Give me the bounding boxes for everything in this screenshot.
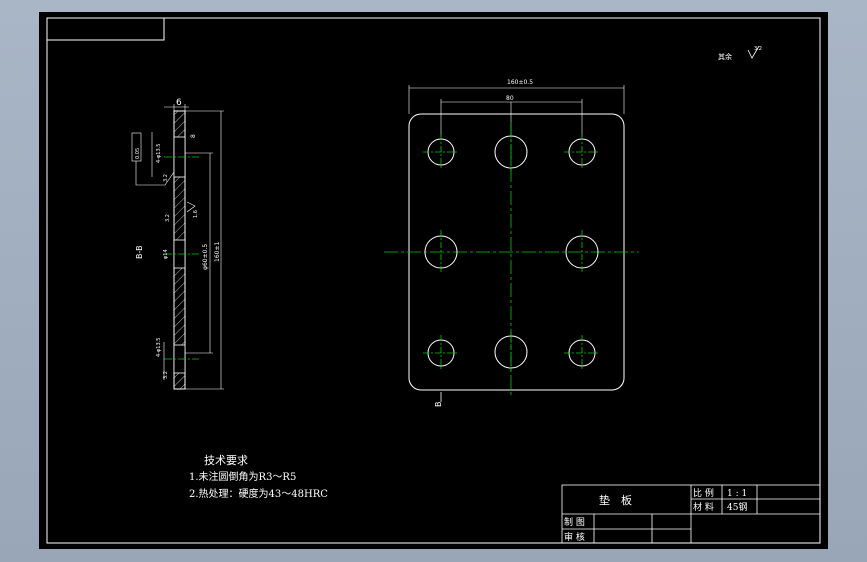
flatness-frame (131, 132, 142, 162)
hole-span-dim: 80 (506, 95, 514, 102)
checked-label: 审 核 (564, 531, 585, 543)
drawing-border (46, 17, 821, 544)
notes-title: 技术要求 (204, 454, 248, 467)
bottom-hole-callout: 4-φ13.5 (156, 338, 162, 357)
hole-top-right (564, 134, 600, 170)
datum-label: B (434, 402, 443, 408)
drawn-label: 制 图 (564, 516, 585, 528)
part-name: 垫 板 (599, 493, 632, 507)
note-item-2: 2.热处理：硬度为43～48HRC (189, 487, 328, 500)
flatness-leader (135, 161, 175, 186)
roughness-right-icon (186, 201, 196, 213)
top-left-title-box (46, 17, 165, 41)
scale-label: 比 例 (693, 487, 714, 499)
roughness-value: 3.2 (754, 46, 762, 52)
top-hole-callout: 4-φ13.5 (156, 144, 162, 163)
overall-width-dim: 160±0.5 (507, 79, 533, 86)
hole-bottom-left (423, 335, 459, 371)
roughness-symbol-icon (747, 45, 760, 59)
dim-left-spacing-b: 160±1 (214, 242, 221, 262)
technical-notes: 技术要求 1.未注圆倒角为R3～R5 2.热处理：硬度为43～48HRC (189, 454, 328, 500)
section-label: B-B (135, 245, 144, 259)
hole-bottom-right (564, 335, 600, 371)
dim-roughness-right: 1.6 (193, 210, 199, 218)
hole-bottom-center (494, 332, 528, 372)
hole-mid-right (565, 230, 599, 274)
bottom-roughness: 3.2 (163, 371, 169, 379)
roughness-note: 其余 (718, 52, 732, 61)
material-value: 45钢 (727, 501, 747, 513)
thickness-dim: 6 (176, 98, 182, 108)
hole-top-left (423, 134, 459, 170)
dim-left-spacing-a: φ60±0.5 (202, 244, 209, 270)
mid-roughness: 3.2 (165, 214, 171, 222)
plan-view: 160±0.5 80 (384, 79, 639, 407)
flatness-tolerance: 0.05 (135, 148, 141, 159)
drawing-sheet: 其余 3.2 6 φ60±0.5 160±1 8 (39, 12, 828, 549)
title-block (561, 484, 821, 544)
hole-top-center (494, 132, 528, 172)
roughness-left-1: 3.2 (163, 174, 169, 182)
section-view: 6 φ60±0.5 160±1 8 1.6 0.05 4-φ13.5 3.2 3… (131, 98, 224, 390)
note-item-1: 1.未注圆倒角为R3～R5 (189, 470, 296, 483)
scale-value: 1 : 1 (727, 489, 747, 499)
mid-hole-callout: φ14 (163, 249, 169, 259)
material-label: 材 料 (693, 501, 714, 513)
dim-small: 8 (190, 134, 197, 138)
cad-drawing: 其余 3.2 6 φ60±0.5 160±1 8 (46, 17, 821, 544)
hole-mid-left (424, 230, 458, 274)
